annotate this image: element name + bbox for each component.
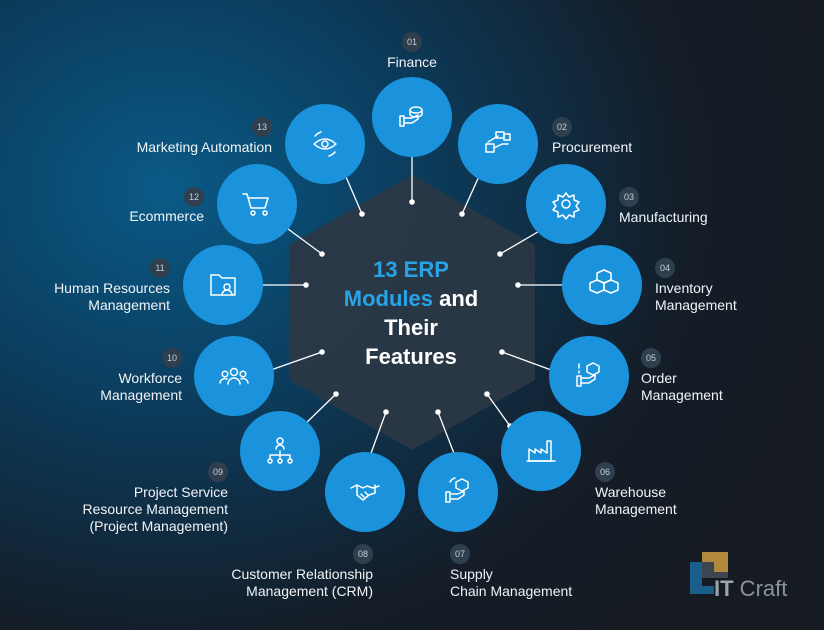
itcraft-logo xyxy=(690,552,728,594)
module-label-workforce: Workforce Management xyxy=(100,370,182,403)
logo-text: IT Craft xyxy=(714,576,788,601)
module-circle-03 xyxy=(526,164,606,244)
team-icon xyxy=(219,367,249,385)
module-number-07: 07 xyxy=(450,544,470,564)
module-number-10: 10 xyxy=(162,348,182,368)
title-text-2: and xyxy=(433,286,479,311)
connector-line-05 xyxy=(501,351,555,372)
eye-target-icon xyxy=(313,131,337,157)
connector-line-07 xyxy=(437,411,456,457)
module-label-warehouse: Warehouse Management xyxy=(595,484,677,517)
module-number-09: 09 xyxy=(208,462,228,482)
title-highlight-1: 13 ERP xyxy=(373,257,449,282)
module-circle-11 xyxy=(183,245,263,325)
module-number-12: 12 xyxy=(184,187,204,207)
coins-hand-icon xyxy=(399,106,423,127)
module-circle-13 xyxy=(285,104,365,184)
connector-dot-02-inner xyxy=(459,211,465,217)
module-number-01: 01 xyxy=(402,32,422,52)
module-label-hr: Human Resources Management xyxy=(54,280,170,313)
diagram-title: 13 ERP Modules and Their Features xyxy=(316,255,506,371)
user-folder-icon xyxy=(210,274,236,296)
module-label-supply-chain: Supply Chain Management xyxy=(450,566,573,599)
module-label-project: Project Service Resource Management (Pro… xyxy=(82,484,228,534)
connector-line-09 xyxy=(302,393,337,427)
title-highlight-2: Modules xyxy=(343,286,433,311)
module-circle-07 xyxy=(418,452,498,532)
handshake-icon xyxy=(350,484,380,501)
supply-box-hand-icon xyxy=(445,477,469,503)
connector-dot-05-inner xyxy=(499,349,505,355)
center-hexagon xyxy=(289,175,535,450)
module-number-13: 13 xyxy=(252,117,272,137)
boxes-icon xyxy=(589,269,619,294)
connector-line-08 xyxy=(369,411,387,457)
connector-dot-01-inner xyxy=(409,199,415,205)
connector-dot-11-inner xyxy=(303,282,309,288)
procurement-icon xyxy=(485,131,511,153)
module-number-06: 06 xyxy=(595,462,615,482)
connector-dot-09-inner xyxy=(333,391,339,397)
module-number-11: 11 xyxy=(150,258,170,278)
cart-icon xyxy=(242,193,269,216)
module-label-procurement: Procurement xyxy=(552,139,633,155)
module-label-order: Order Management xyxy=(641,370,723,403)
module-circle-12 xyxy=(217,164,297,244)
connector-line-06 xyxy=(486,393,511,427)
module-number-03: 03 xyxy=(619,187,639,207)
connector-dot-07-inner xyxy=(435,409,441,415)
module-number-02: 02 xyxy=(552,117,572,137)
module-label-marketing: Marketing Automation xyxy=(136,139,272,155)
connector-dot-03-inner xyxy=(497,251,503,257)
module-label-ecommerce: Ecommerce xyxy=(129,208,204,224)
module-number-04: 04 xyxy=(655,258,675,278)
connector-line-10 xyxy=(267,351,323,372)
module-number-08: 08 xyxy=(353,544,373,564)
module-label-finance: Finance xyxy=(387,54,437,70)
module-circle-02 xyxy=(458,104,538,184)
module-number-05: 05 xyxy=(641,348,661,368)
module-circle-04 xyxy=(562,245,642,325)
connector-dot-10-inner xyxy=(319,349,325,355)
title-text-4: Features xyxy=(365,344,457,369)
org-chart-icon xyxy=(267,437,293,464)
module-circle-05 xyxy=(549,336,629,416)
connector-line-12 xyxy=(283,225,323,255)
module-label-manufacturing: Manufacturing xyxy=(619,209,708,225)
connector-dot-06-inner xyxy=(484,391,490,397)
title-text-3: Their xyxy=(384,315,438,340)
module-label-crm: Customer Relationship Management (CRM) xyxy=(231,566,373,599)
connector-dot-13-inner xyxy=(359,211,365,217)
order-box-hand-icon xyxy=(576,362,600,387)
gear-icon xyxy=(552,192,580,220)
connector-dot-12-inner xyxy=(319,251,325,257)
connector-dot-04-inner xyxy=(515,282,521,288)
factory-icon xyxy=(526,440,556,462)
connector-dot-08-inner xyxy=(383,409,389,415)
module-label-inventory: Inventory Management xyxy=(655,280,737,313)
